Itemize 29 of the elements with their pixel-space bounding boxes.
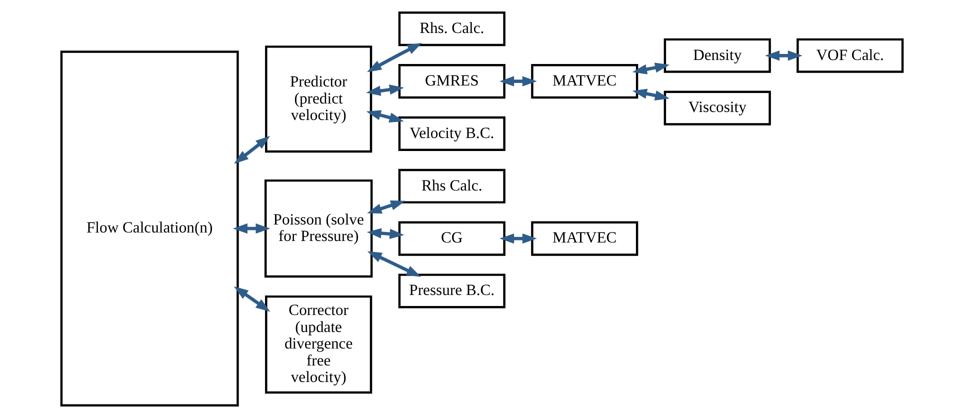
- node-box: Poisson (solve for Pressure): [264, 179, 373, 278]
- arrow: [234, 136, 270, 164]
- arrow: [367, 42, 422, 72]
- arrow: [500, 76, 537, 86]
- arrow: [632, 62, 670, 74]
- arrow: [232, 223, 270, 234]
- arrow: [367, 251, 422, 277]
- node-box: MATVEC: [531, 64, 638, 99]
- arrow: [765, 50, 802, 61]
- node-box: VOF Calc.: [796, 38, 904, 73]
- node-box: Density: [664, 38, 771, 73]
- arrow: [366, 110, 404, 123]
- node-box: Velocity B.C.: [398, 116, 506, 151]
- node-box: Rhs. Calc.: [398, 12, 506, 46]
- node-box: GMRES: [398, 64, 506, 99]
- node-box: Flow Calculation(n): [60, 50, 239, 406]
- node-box: Predictor (predict velocity): [265, 46, 372, 153]
- node-box: Corrector (update divergence free velocity): [265, 295, 372, 394]
- arrow: [367, 200, 406, 214]
- arrow: [366, 84, 404, 96]
- arrow: [500, 233, 537, 244]
- arrow: [632, 88, 670, 101]
- arrow: [234, 286, 270, 312]
- node-box: Pressure B.C.: [398, 274, 506, 308]
- node-box: Rhs Calc.: [398, 168, 506, 204]
- node-box: Viscosity: [664, 90, 771, 126]
- node-box: MATVEC: [531, 221, 638, 256]
- node-box: CG: [398, 221, 506, 256]
- arrow: [366, 228, 404, 239]
